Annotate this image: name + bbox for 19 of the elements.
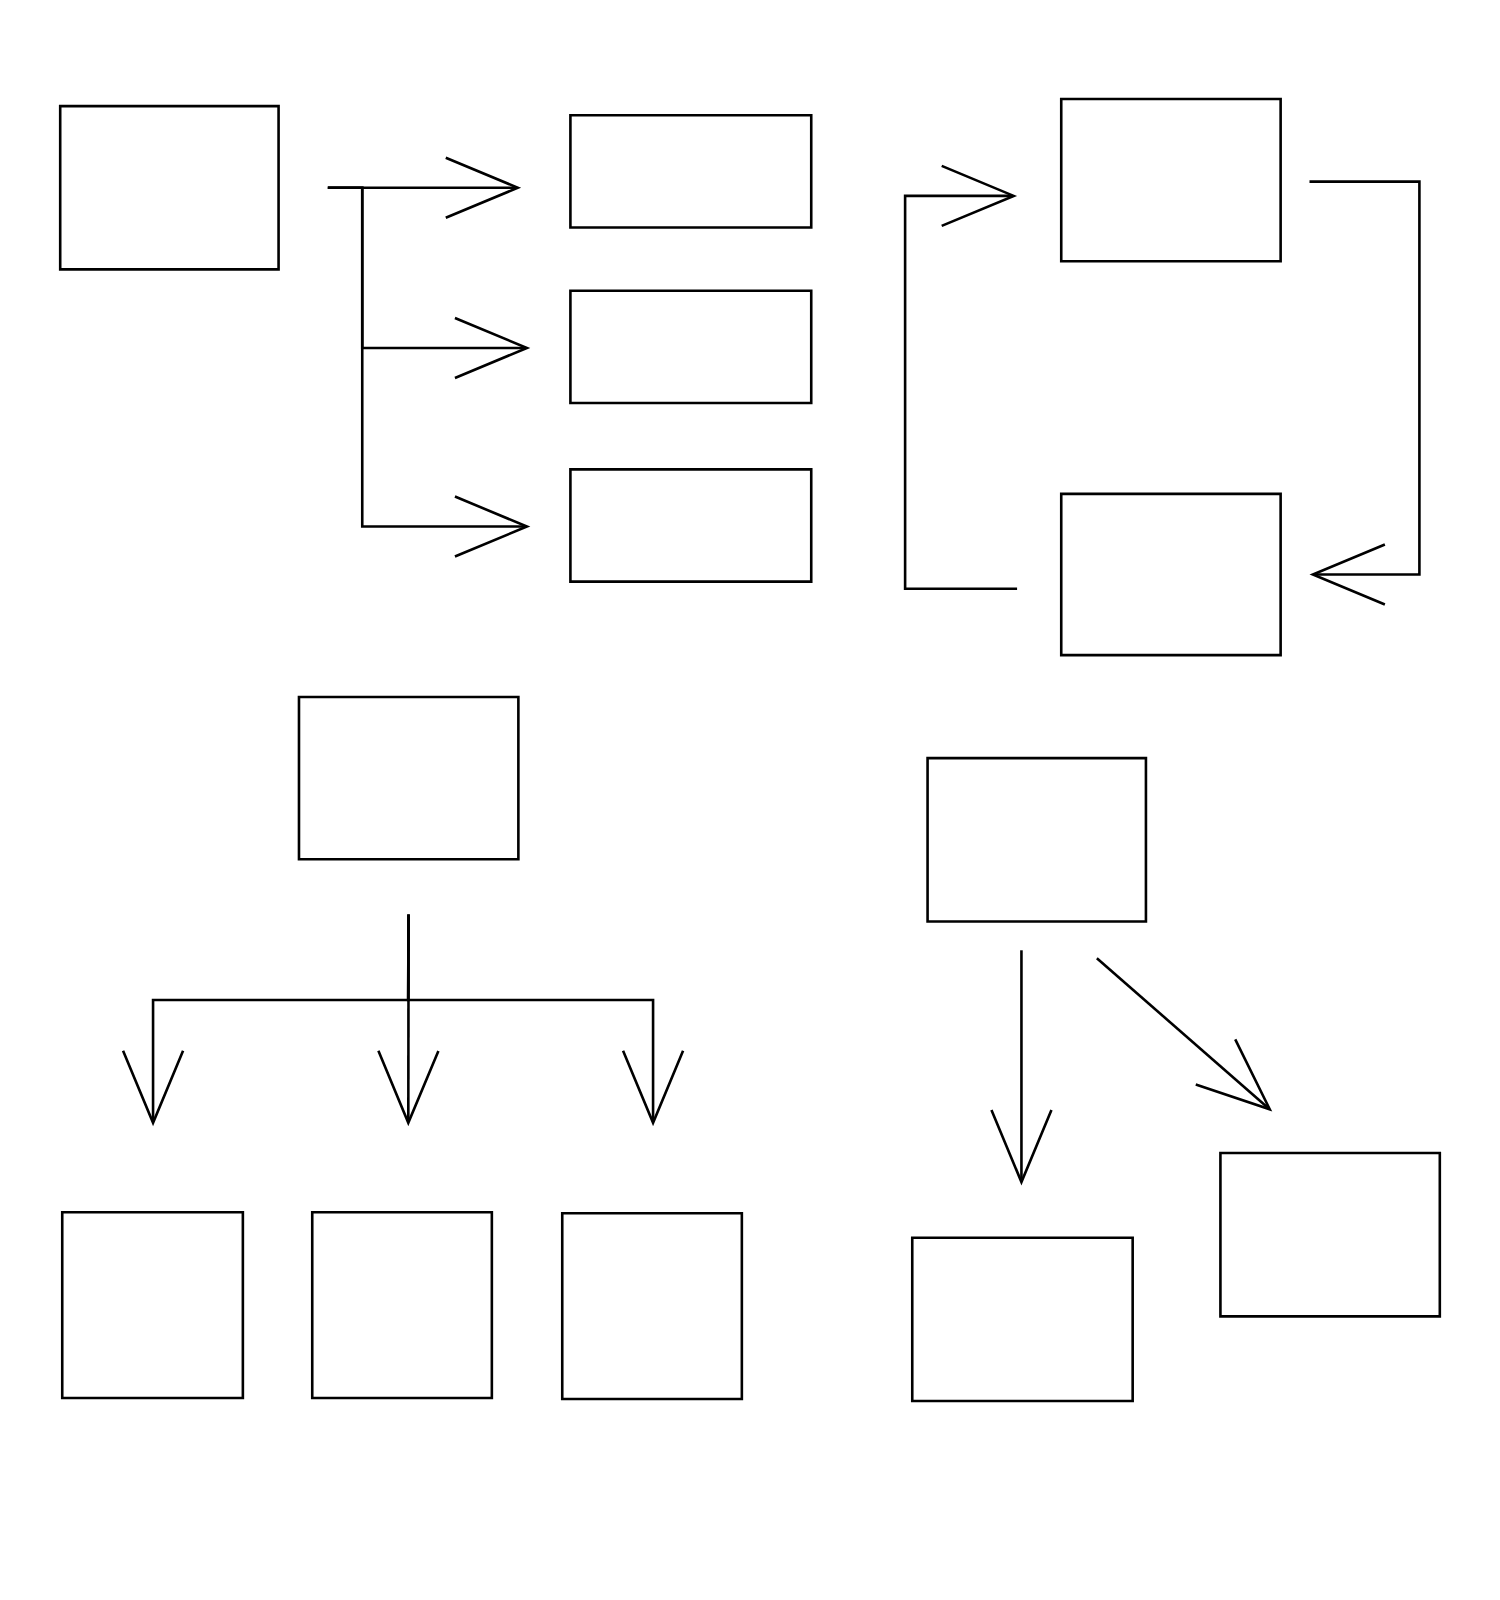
flowchart-box: [560, 1211, 744, 1401]
arrow: [327, 186, 531, 558]
flowchart-box: [310, 1210, 494, 1400]
arrow: [1096, 957, 1273, 1112]
flowchart-box: [58, 104, 280, 271]
flowchart-box: [1059, 97, 1282, 263]
flowchart-box: [569, 114, 813, 229]
arrow: [903, 164, 1018, 591]
flowchart-box: [926, 756, 1148, 923]
flowchart-box: [1219, 1151, 1442, 1318]
arrow: [990, 950, 1053, 1186]
flowchart-box: [297, 695, 520, 861]
arrow: [1309, 180, 1421, 606]
flowchart-box: [569, 468, 813, 583]
flowchart-box: [910, 1236, 1134, 1403]
arrow: [406, 914, 685, 1127]
flowchart-box: [60, 1210, 245, 1400]
flowchart-box: [569, 289, 813, 405]
flowchart-box: [1059, 492, 1282, 657]
